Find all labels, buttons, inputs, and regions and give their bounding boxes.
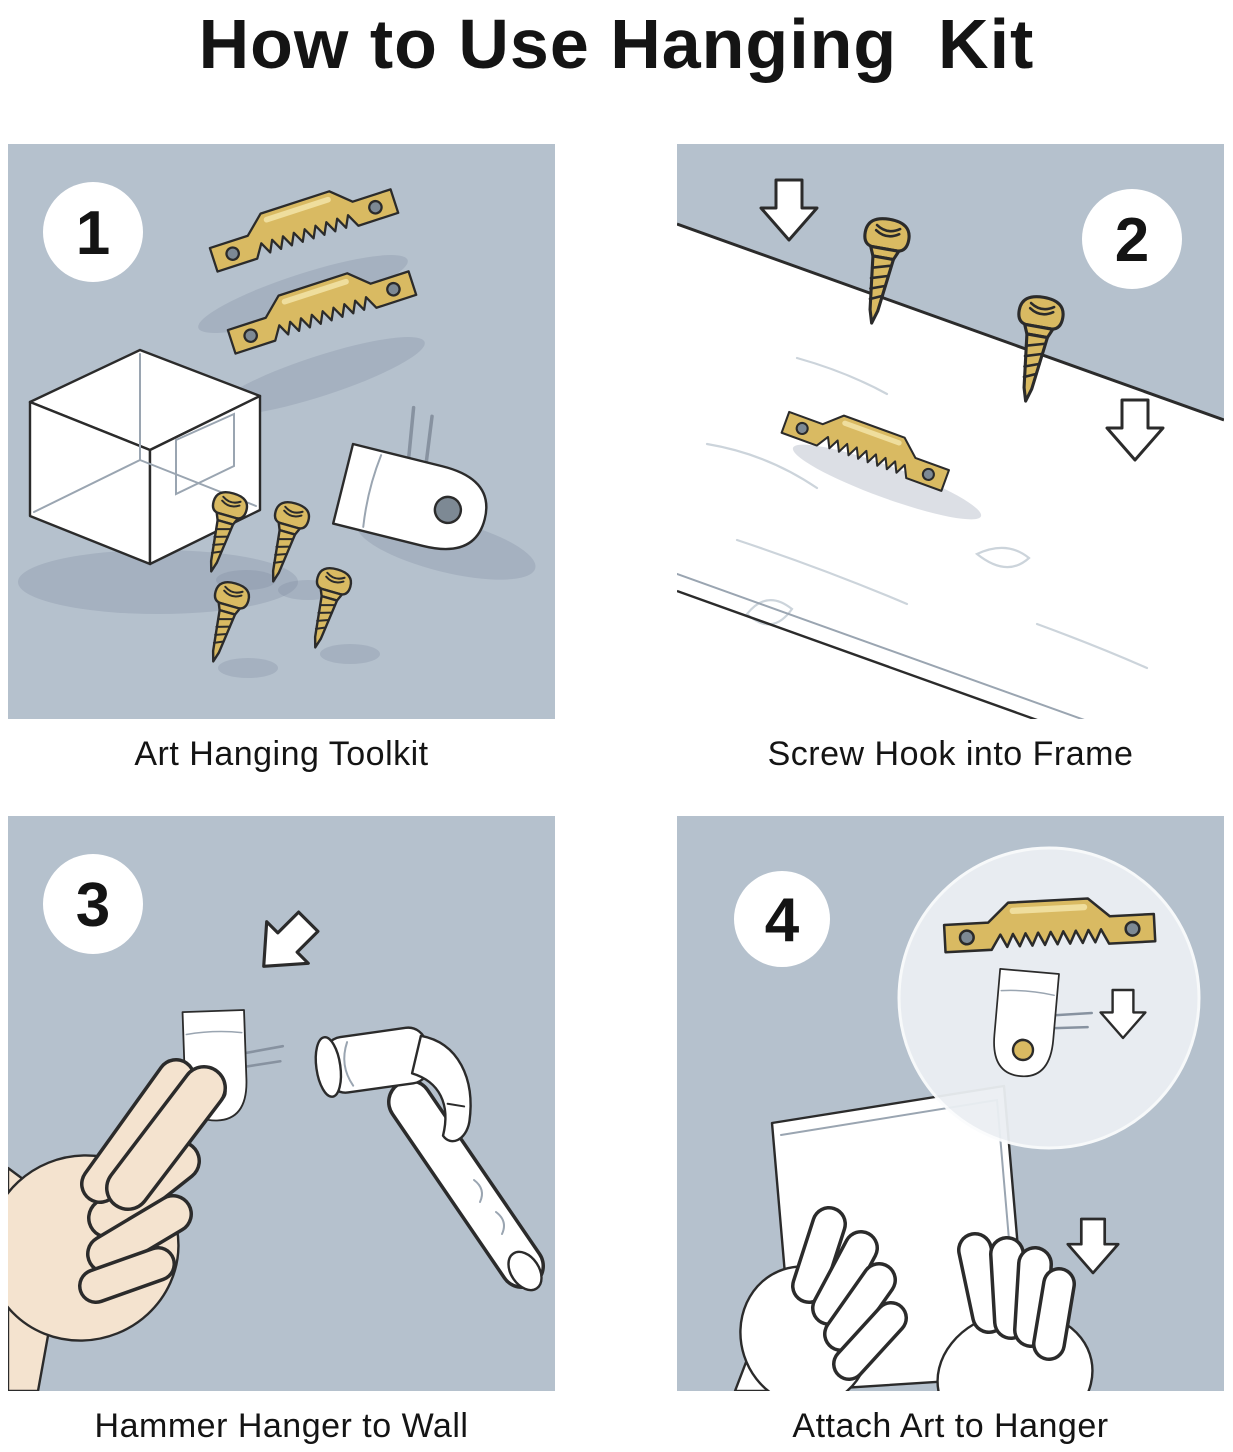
- step-3-cell: 3 Hammer Hanger to Wall: [8, 816, 555, 1446]
- hammer: [314, 1026, 545, 1292]
- step-2-cell: 2 Screw Hook into Frame: [677, 144, 1224, 774]
- step-number: 4: [765, 886, 800, 955]
- step-caption: Screw Hook into Frame: [767, 735, 1134, 773]
- left-hand: [733, 1206, 908, 1391]
- step-4-cell: 4 Attach Art to Hanger: [677, 816, 1224, 1446]
- step-3-illustration: 3: [8, 816, 555, 1391]
- step-caption: Attach Art to Hanger: [792, 1407, 1109, 1445]
- step-2-illustration: 2: [677, 144, 1224, 719]
- hook-screw-icon: [1011, 1038, 1035, 1062]
- step-number-badge: 2: [1082, 189, 1182, 289]
- step-caption: Hammer Hanger to Wall: [94, 1407, 469, 1445]
- step-number: 3: [76, 871, 110, 940]
- detail-magnifier: [897, 846, 1201, 1150]
- step-number-badge: 1: [43, 182, 143, 282]
- step-1-cell: 1 Art Hanging Toolkit: [8, 144, 555, 774]
- step-number: 1: [76, 199, 110, 268]
- right-hand: [936, 1232, 1094, 1391]
- step-1-illustration: 1: [8, 144, 555, 719]
- page-title: How to Use Hanging Kit: [198, 5, 1035, 83]
- step-4-illustration: 4: [677, 816, 1224, 1391]
- frame-bar: [677, 222, 1224, 719]
- step-caption: Art Hanging Toolkit: [134, 735, 429, 773]
- step-number-badge: 4: [734, 871, 830, 967]
- hand: [8, 1058, 227, 1391]
- steps-grid: 1 Art Hanging Toolkit: [0, 144, 1233, 1446]
- step-number: 2: [1115, 206, 1149, 275]
- step-number-badge: 3: [43, 854, 143, 954]
